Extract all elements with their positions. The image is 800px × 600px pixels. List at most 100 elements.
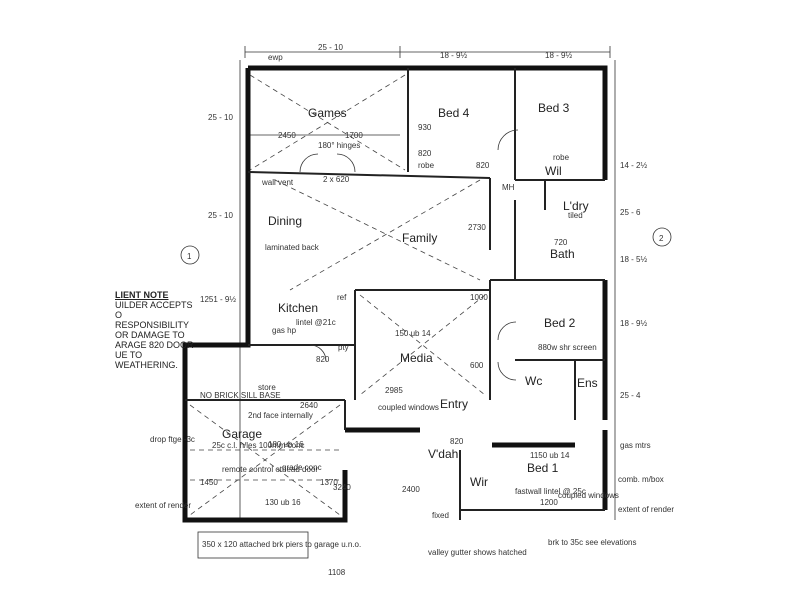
note-beam-1150: 1150 ub 14: [530, 451, 570, 460]
dim-right-2: 25 - 6: [620, 208, 641, 217]
room-garage: Garage: [222, 427, 262, 441]
note-extent-right: extent of render: [618, 505, 674, 514]
note-grade: grade conc: [282, 463, 322, 472]
note-beam-180: 180 ub 16: [268, 440, 304, 449]
room-wir: Wir: [470, 475, 488, 489]
door-swings: [299, 129, 519, 381]
note-beam-150-14a: 150 ub 14: [395, 329, 431, 338]
room-bed2: Bed 2: [544, 316, 576, 330]
note-pty: pty: [338, 343, 349, 352]
room-games: Games: [308, 106, 347, 120]
dim-1108: 1108: [328, 568, 346, 577]
note-gasbar: 2 x 620: [323, 175, 350, 184]
note-fixed: fixed: [432, 511, 449, 520]
dim-2985: 2985: [385, 386, 403, 395]
room-bed1: Bed 1: [527, 461, 559, 475]
note-robe-1: robe: [418, 161, 435, 170]
note-ewp: ewp: [268, 53, 283, 62]
dim-right-1: 14 - 2½: [620, 161, 647, 170]
grid-marker-2: 2: [652, 227, 672, 247]
note-gas-hp: gas hp: [272, 326, 297, 335]
room-ens: Ens: [577, 376, 598, 390]
dim-820a: 820: [476, 161, 490, 170]
room-kitchen: Kitchen: [278, 301, 318, 315]
dim-600: 600: [470, 361, 484, 370]
note-mh: MH: [502, 183, 515, 192]
pier-note-text: 350 x 120 attached brk piers to garage u…: [202, 540, 361, 549]
grid-marker-1-label: 1: [187, 252, 192, 261]
dim-720: 720: [554, 238, 568, 247]
note-brick: brk to 35c see elevations: [548, 538, 637, 547]
room-dining: Dining: [268, 214, 302, 228]
note-comb-box: comb. m/box: [618, 475, 664, 484]
dim-1251: 1251 - 9½: [200, 295, 236, 304]
dim-2400: 2400: [402, 485, 420, 494]
dim-1370: 1370: [320, 478, 338, 487]
room-bed3: Bed 3: [538, 101, 570, 115]
note-tiled: tiled: [568, 211, 583, 220]
dim-left-2: 25 - 10: [208, 211, 233, 220]
dim-1450: 1450: [200, 478, 218, 487]
client-note-heading: LIENT NOTE: [115, 290, 169, 300]
client-note-body: UILDER ACCEPTS O RESPONSIBILITY OR DAMAG…: [115, 300, 194, 370]
outer-walls: [182, 65, 608, 523]
dim-820b: 820: [316, 355, 330, 364]
dim-3240: 3240: [333, 483, 351, 492]
note-no-brick: NO BRICK SILL BASE: [200, 391, 281, 400]
note-valley: valley gutter shows hatched: [428, 548, 527, 557]
note-remote: remote control othead door: [222, 465, 318, 474]
note-fastwall: fastwall lintel @ 25c: [515, 487, 586, 496]
note-second-face: 2nd face internally: [248, 411, 313, 420]
note-store: store: [258, 383, 276, 392]
dim-1000: 1000: [470, 293, 488, 302]
dim-top-right: 18 - 9½: [440, 51, 467, 60]
note-gas-meter: gas mtrs: [620, 441, 651, 450]
note-drop-left: drop ftge -3c: [150, 435, 195, 444]
note-shower-screen: 880w shr screen: [538, 343, 597, 352]
dim-2730: 2730: [468, 223, 486, 232]
dim-bed4-820: 820: [418, 149, 432, 158]
room-bath: Bath: [550, 247, 575, 261]
dim-top-far-right: 18 - 9½: [545, 51, 572, 60]
dimension-lines: [239, 46, 616, 520]
dim-1200: 1200: [540, 498, 558, 507]
dim-top-left: 25 - 10: [318, 43, 343, 52]
room-entry: Entry: [440, 397, 468, 411]
room-labels: Games Bed 4 Bed 3 Dining Family Kitchen …: [222, 101, 598, 489]
note-wall-vent: wall vent: [261, 178, 294, 187]
room-media: Media: [400, 351, 433, 365]
note-robe-2: robe: [553, 153, 570, 162]
grid-marker-1: 1: [180, 245, 200, 265]
grid-marker-2-label: 2: [659, 234, 664, 243]
client-note: LIENT NOTE UILDER ACCEPTS O RESPONSIBILI…: [115, 290, 195, 370]
dim-left-1: 25 - 10: [208, 113, 233, 122]
dim-games-w2: 1700: [345, 131, 363, 140]
note-coupled-2: coupled windows: [558, 491, 619, 500]
room-ldry: L'dry: [563, 199, 589, 213]
note-extent-left: extent of render: [135, 501, 191, 510]
room-wc: Wc: [525, 374, 542, 388]
room-family: Family: [402, 231, 437, 245]
dim-bed4-930: 930: [418, 123, 432, 132]
ceiling-lines: [189, 74, 486, 516]
dimension-labels: 25 - 10 18 - 9½ 18 - 9½ 25 - 10 25 - 10 …: [200, 43, 647, 577]
room-vdah: V'dah: [428, 447, 458, 461]
plan-notes: 2 x 620 180° hinges wall vent laminated …: [135, 53, 674, 557]
dim-820c: 820: [450, 437, 464, 446]
note-hinges: 180° hinges: [318, 141, 360, 150]
note-beam-130: 130 ub 16: [265, 498, 301, 507]
note-laminated: laminated back: [265, 243, 320, 252]
pier-note-box: 350 x 120 attached brk piers to garage u…: [197, 531, 361, 559]
interior-walls: [185, 68, 605, 520]
dim-2640: 2640: [300, 401, 318, 410]
room-wil: Wil: [545, 164, 562, 178]
dim-right-5: 25 - 4: [620, 391, 641, 400]
dim-right-4: 18 - 9½: [620, 319, 647, 328]
dim-right-3: 18 - 5½: [620, 255, 647, 264]
note-ref: ref: [337, 293, 347, 302]
dim-games-w1: 2450: [278, 131, 296, 140]
note-lintel: lintel @21c: [296, 318, 336, 327]
room-bed4: Bed 4: [438, 106, 470, 120]
note-coupled-1: coupled windows: [378, 403, 439, 412]
